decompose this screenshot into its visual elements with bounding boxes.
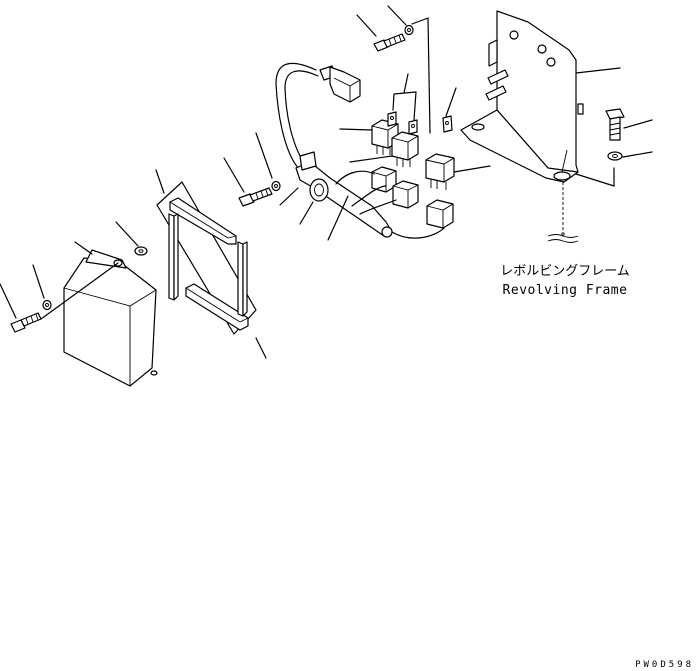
connector-3 — [427, 200, 453, 228]
leader-bolt-top — [357, 15, 376, 36]
leader-cover — [75, 242, 92, 254]
leader-relay-clip-pair — [404, 74, 408, 93]
leader-bolt-left — [0, 284, 16, 318]
wire-harness — [276, 63, 444, 238]
revolving-frame-label-jp: レボルビングフレーム — [500, 264, 630, 279]
leader-relay-clip-3 — [446, 88, 456, 116]
leader-right-group — [576, 168, 614, 186]
leader-washer-right — [623, 152, 652, 157]
relay-clip-2 — [409, 120, 417, 134]
leader-relay-1 — [340, 129, 372, 130]
mounting-bracket — [461, 11, 583, 182]
leader-seal-strip-top — [156, 170, 164, 193]
drawing-code: PW0D598 — [635, 660, 694, 670]
leader-washer-left — [33, 265, 44, 298]
relay-clip-3 — [443, 116, 452, 132]
revolving-frame-mark — [548, 182, 578, 243]
leader-harness — [328, 196, 348, 240]
relay-2 — [392, 132, 418, 167]
leader-bolt-group — [412, 18, 430, 133]
bolt-left — [11, 313, 41, 332]
leader-harness-end — [280, 188, 298, 205]
revolving-frame-label-en: Revolving Frame — [503, 283, 628, 298]
relay-3 — [426, 154, 454, 190]
seal-strip-group — [157, 182, 256, 334]
leader-washer-top — [388, 6, 406, 25]
connector-2 — [393, 181, 418, 208]
leader-relay-3 — [454, 166, 490, 172]
cover-box — [64, 250, 157, 386]
relay-clip-1 — [388, 112, 396, 126]
bolt-middle — [239, 188, 272, 206]
washer-left — [43, 301, 51, 310]
leader-grommet — [300, 202, 313, 224]
leader-bolt-right — [624, 120, 652, 128]
leader-seal-strip-bottom — [256, 338, 266, 358]
leader-bracket — [576, 68, 620, 73]
washer-cover — [135, 247, 147, 255]
leader-relay-clips — [393, 92, 416, 120]
washer-top — [405, 26, 413, 35]
leader-relay-2 — [350, 156, 392, 162]
washer-right — [608, 152, 622, 160]
washer-middle — [272, 182, 280, 191]
bolt-right — [606, 109, 624, 140]
leader-washer-middle — [256, 133, 272, 178]
leader-assembly — [41, 263, 118, 319]
leader-bolt-middle — [224, 158, 244, 192]
leader-washer-cover — [116, 222, 138, 246]
bolt-top — [374, 34, 405, 51]
